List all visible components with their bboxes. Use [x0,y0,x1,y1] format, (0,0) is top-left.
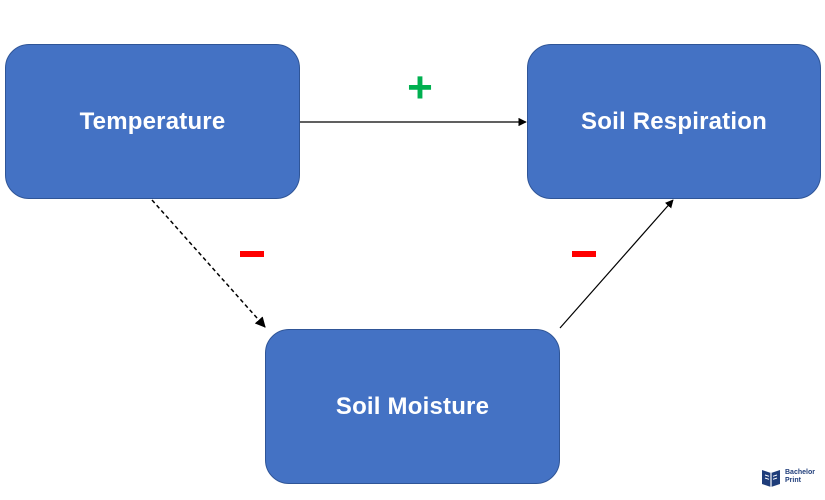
negative-sign-right [572,251,596,257]
node-soil-respiration-label: Soil Respiration [581,107,767,135]
logo-text: Bachelor Print [785,469,815,485]
node-soil-respiration: Soil Respiration [527,44,821,199]
arrow-temperature-to-moisture [151,199,266,328]
node-temperature: Temperature [5,44,300,199]
positive-sign: + [407,63,433,112]
negative-sign-left [240,251,264,257]
node-soil-moisture: Soil Moisture [265,329,560,484]
book-logo-icon [762,470,780,487]
logo-text-line1: Bachelor [785,469,815,476]
node-temperature-label: Temperature [79,107,226,135]
node-soil-moisture-label: Soil Moisture [335,392,490,420]
arrow-moisture-to-respiration [559,199,674,329]
bachelorprint-logo: Bachelor Print [760,465,815,489]
logo-text-line2: Print [785,477,801,484]
